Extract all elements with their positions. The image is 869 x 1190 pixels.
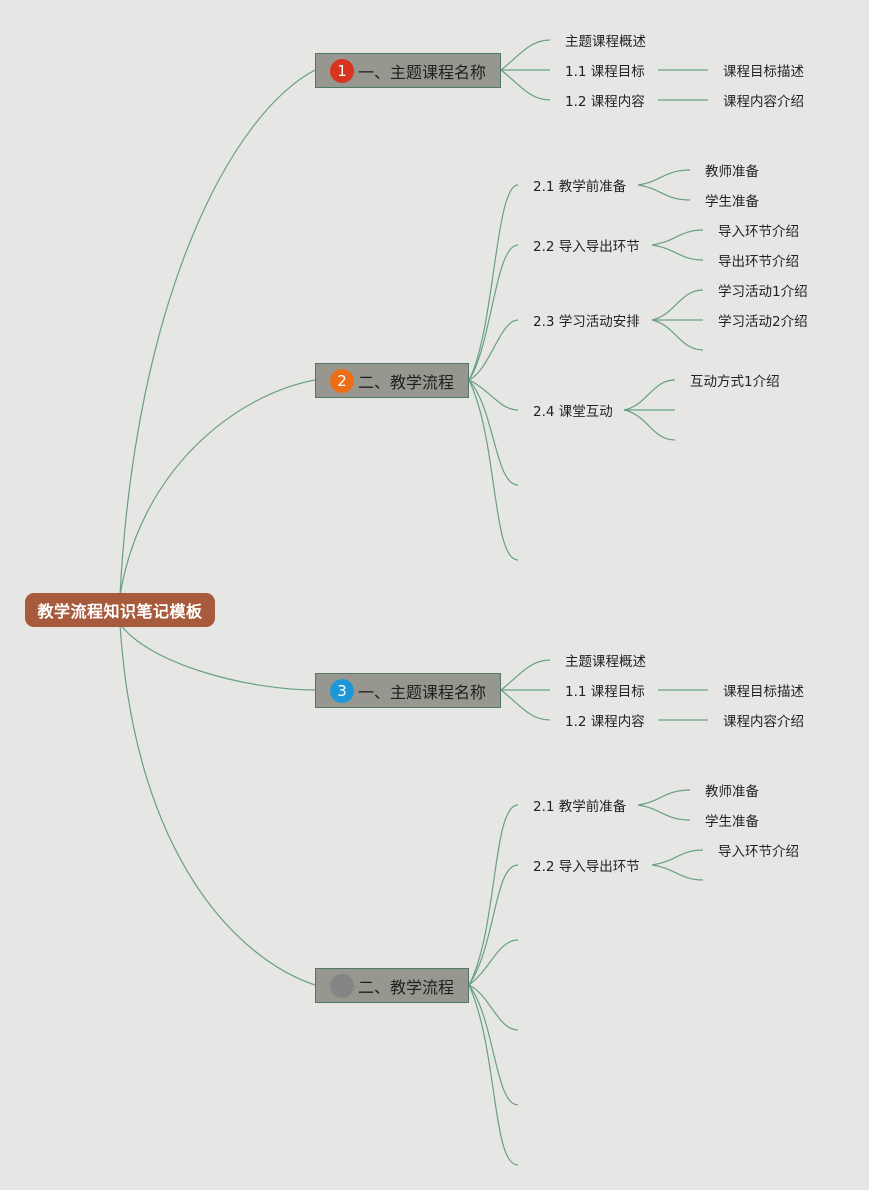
priority-1-icon: 1 xyxy=(330,58,354,83)
b2-sub3-link-a xyxy=(651,289,704,321)
leaf-intro-section[interactable]: 导入环节介绍 xyxy=(718,844,799,860)
root-link-4 xyxy=(119,623,316,986)
b2-link-6 xyxy=(468,379,519,561)
b2-sub3-link-c xyxy=(651,319,704,351)
leaf-content-intro[interactable]: 课程内容介绍 xyxy=(723,94,804,110)
b2-sub1-link-a xyxy=(637,169,691,186)
b4-sub2-link-b xyxy=(651,864,704,881)
b2-sub1-link-b xyxy=(637,184,691,201)
b1-link-1 xyxy=(500,39,551,71)
b1-link-3 xyxy=(500,69,551,101)
branch-label: 二、教学流程 xyxy=(358,977,455,997)
branch-label: 一、主题课程名称 xyxy=(358,682,487,702)
leaf-goal-description[interactable]: 课程目标描述 xyxy=(723,64,804,80)
root-topic[interactable]: 教学流程知识笔记模板 xyxy=(25,593,215,627)
b4-sub2-link-a xyxy=(651,849,704,866)
b2-link-1 xyxy=(468,184,519,381)
subtopic-preparation[interactable]: 2.1 教学前准备 xyxy=(533,799,627,815)
leaf-activity-2[interactable]: 学习活动2介绍 xyxy=(718,314,808,330)
subtopic-goal[interactable]: 1.1 课程目标 xyxy=(565,64,645,80)
leaf-content-intro[interactable]: 课程内容介绍 xyxy=(723,714,804,730)
subtopic-content[interactable]: 1.2 课程内容 xyxy=(565,714,645,730)
b4-link-5 xyxy=(468,984,519,1106)
b2-link-5 xyxy=(468,379,519,486)
priority-2-icon: 2 xyxy=(330,368,354,393)
b2-link-4 xyxy=(468,379,519,411)
branch-topic-1[interactable]: 1 一、主题课程名称 xyxy=(315,53,501,88)
b2-sub2-link-a xyxy=(651,229,704,246)
b4-link-2 xyxy=(468,864,519,986)
b4-sub1-link-b xyxy=(637,804,691,821)
root-link-1 xyxy=(119,69,316,597)
branch-topic-3[interactable]: 3 一、主题课程名称 xyxy=(315,673,501,708)
b4-sub1-link-a xyxy=(637,789,691,806)
leaf-outro-section[interactable]: 导出环节介绍 xyxy=(718,254,799,270)
leaf-interaction-1[interactable]: 互动方式1介绍 xyxy=(690,374,780,390)
leaf-intro-section[interactable]: 导入环节介绍 xyxy=(718,224,799,240)
branch-label: 二、教学流程 xyxy=(358,372,455,392)
subtopic-activities[interactable]: 2.3 学习活动安排 xyxy=(533,314,640,330)
subtopic-goal[interactable]: 1.1 课程目标 xyxy=(565,684,645,700)
b3-link-1 xyxy=(500,659,551,691)
subtopic-overview[interactable]: 主题课程概述 xyxy=(565,654,646,670)
b3-link-3 xyxy=(500,689,551,721)
b4-link-3 xyxy=(468,939,519,986)
priority-3-icon: 3 xyxy=(330,678,354,703)
b2-link-2 xyxy=(468,244,519,381)
priority-4-icon xyxy=(330,973,354,998)
root-link-3 xyxy=(119,623,316,691)
branch-topic-4[interactable]: 二、教学流程 xyxy=(315,968,469,1003)
subtopic-interaction[interactable]: 2.4 课堂互动 xyxy=(533,404,613,420)
subtopic-content[interactable]: 1.2 课程内容 xyxy=(565,94,645,110)
subtopic-overview[interactable]: 主题课程概述 xyxy=(565,34,646,50)
leaf-student-prep[interactable]: 学生准备 xyxy=(705,194,759,210)
b2-sub2-link-b xyxy=(651,244,704,261)
branch-topic-2[interactable]: 2 二、教学流程 xyxy=(315,363,469,398)
subtopic-intro-outro[interactable]: 2.2 导入导出环节 xyxy=(533,239,640,255)
b2-sub4-link-a xyxy=(623,379,676,411)
subtopic-intro-outro[interactable]: 2.2 导入导出环节 xyxy=(533,859,640,875)
leaf-activity-1[interactable]: 学习活动1介绍 xyxy=(718,284,808,300)
b2-sub4-link-c xyxy=(623,409,676,441)
branch-label: 一、主题课程名称 xyxy=(358,62,487,82)
leaf-teacher-prep[interactable]: 教师准备 xyxy=(705,784,759,800)
leaf-goal-description[interactable]: 课程目标描述 xyxy=(723,684,804,700)
subtopic-preparation[interactable]: 2.1 教学前准备 xyxy=(533,179,627,195)
b4-link-4 xyxy=(468,984,519,1031)
leaf-teacher-prep[interactable]: 教师准备 xyxy=(705,164,759,180)
root-link-2 xyxy=(119,379,316,597)
b4-link-6 xyxy=(468,984,519,1166)
leaf-student-prep[interactable]: 学生准备 xyxy=(705,814,759,830)
b4-link-1 xyxy=(468,804,519,986)
b2-link-3 xyxy=(468,319,519,381)
